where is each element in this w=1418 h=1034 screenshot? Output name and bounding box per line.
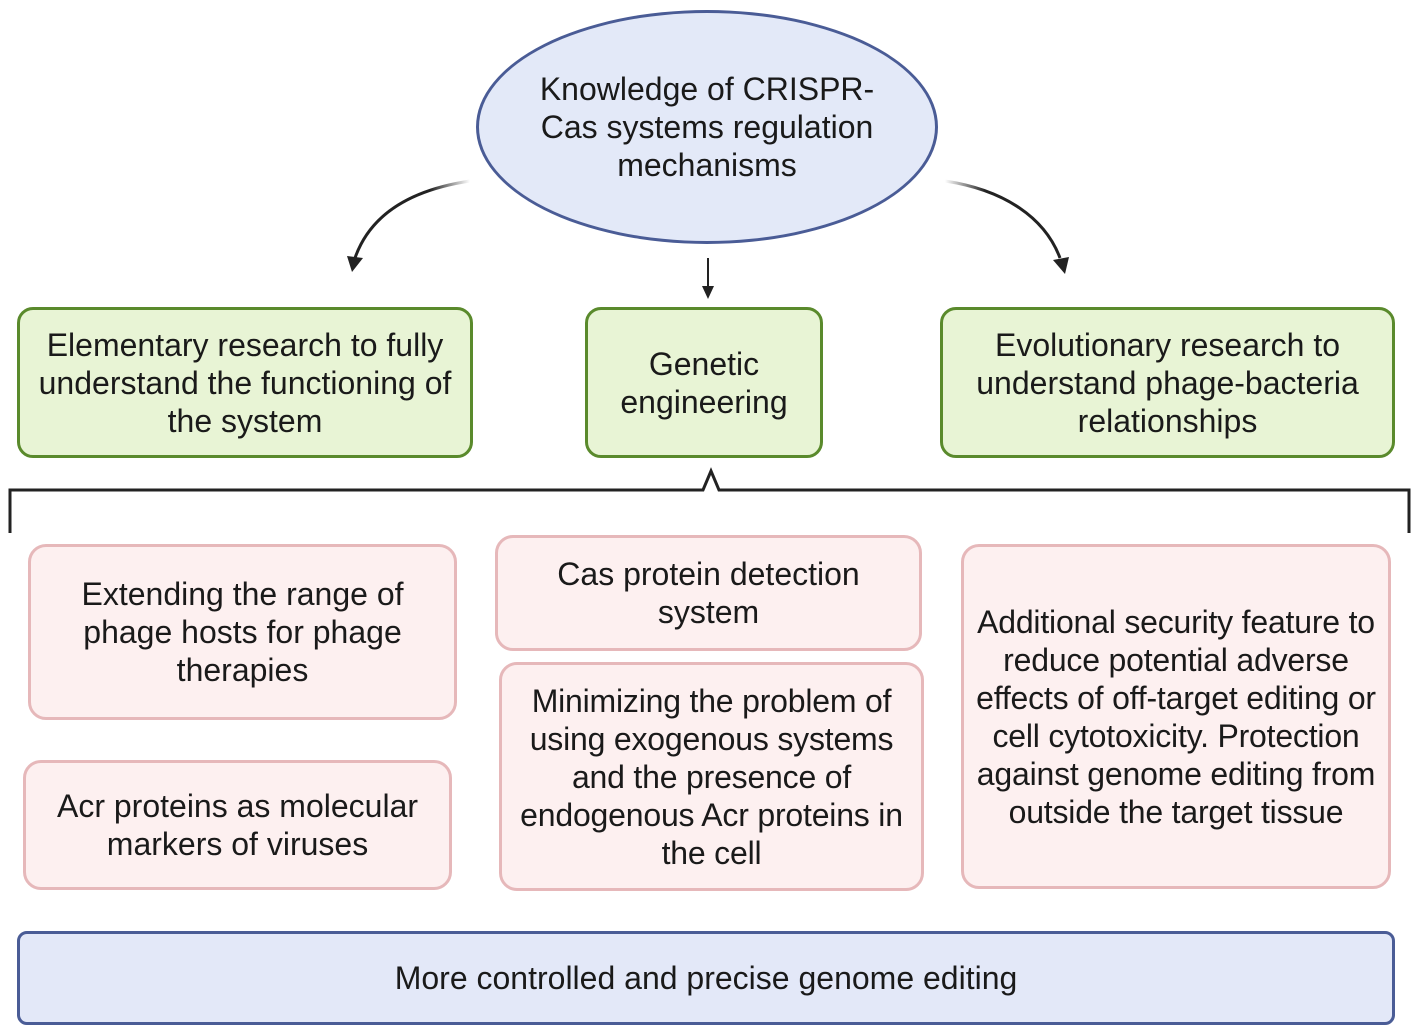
application-exogenous-systems: Minimizing the problem of using exogenou… <box>499 662 924 891</box>
outcome-label: More controlled and precise genome editi… <box>394 960 1018 996</box>
root-node: Knowledge of CRISPR-Cas systems regulati… <box>476 10 938 244</box>
arrowhead-elementary <box>347 256 363 272</box>
arrow-to-evolutionary <box>944 179 1062 259</box>
arrowhead-genetic <box>702 286 714 299</box>
application-cas-detection: Cas protein detection system <box>495 535 922 651</box>
area-label: Elementary research to fully understand … <box>38 326 452 439</box>
application-label: Extending the range of phage hosts for p… <box>81 576 404 688</box>
root-label: Knowledge of CRISPR-Cas systems regulati… <box>539 71 875 183</box>
application-label: Cas protein detection system <box>557 556 860 630</box>
application-acr-markers: Acr proteins as molecular markers of vir… <box>23 760 452 890</box>
application-label: Additional security feature to reduce po… <box>976 603 1376 830</box>
arrow-to-elementary <box>353 179 471 259</box>
area-label: Genetic engineering <box>620 345 788 420</box>
application-label: Minimizing the problem of using exogenou… <box>520 682 903 871</box>
application-label: Acr proteins as molecular markers of vir… <box>56 788 419 862</box>
area-elementary-research: Elementary research to fully understand … <box>17 307 473 458</box>
area-evolutionary-research: Evolutionary research to understand phag… <box>940 307 1395 458</box>
outcome-bar: More controlled and precise genome editi… <box>17 931 1395 1025</box>
area-label: Evolutionary research to understand phag… <box>976 326 1359 439</box>
grouping-bracket <box>8 467 1411 533</box>
application-phage-hosts: Extending the range of phage hosts for p… <box>28 544 457 720</box>
area-genetic-engineering: Genetic engineering <box>585 307 823 458</box>
application-security-feature: Additional security feature to reduce po… <box>961 544 1391 889</box>
arrowhead-evolutionary <box>1053 257 1069 274</box>
